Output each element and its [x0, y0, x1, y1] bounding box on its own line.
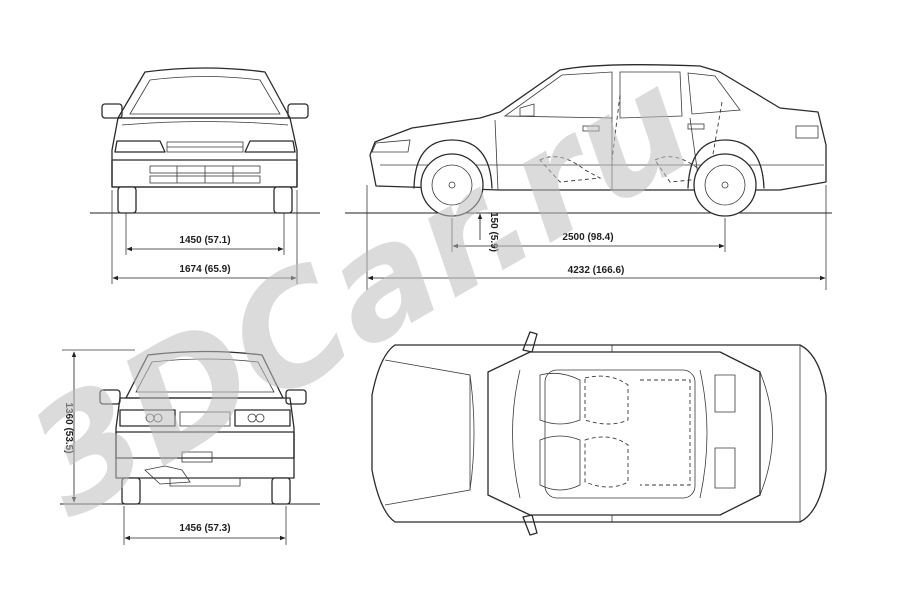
ground-clearance-label: 150 (5.9)	[488, 212, 499, 252]
top-view	[371, 331, 827, 536]
overall-width-label: 1674 (65.9)	[179, 264, 230, 275]
front-track-label: 1450 (57.1)	[179, 235, 230, 246]
rear-track-label: 1456 (57.3)	[179, 523, 230, 534]
front-view	[90, 67, 320, 284]
overall-length-label: 4232 (166.6)	[568, 265, 625, 276]
overall-height-label: 1360 (53.5)	[63, 402, 74, 453]
rear-view	[60, 349, 320, 545]
side-view	[345, 64, 832, 290]
wheelbase-label: 2500 (98.4)	[562, 232, 613, 243]
watermark-logo: 3DCar.ru	[1, 35, 721, 551]
